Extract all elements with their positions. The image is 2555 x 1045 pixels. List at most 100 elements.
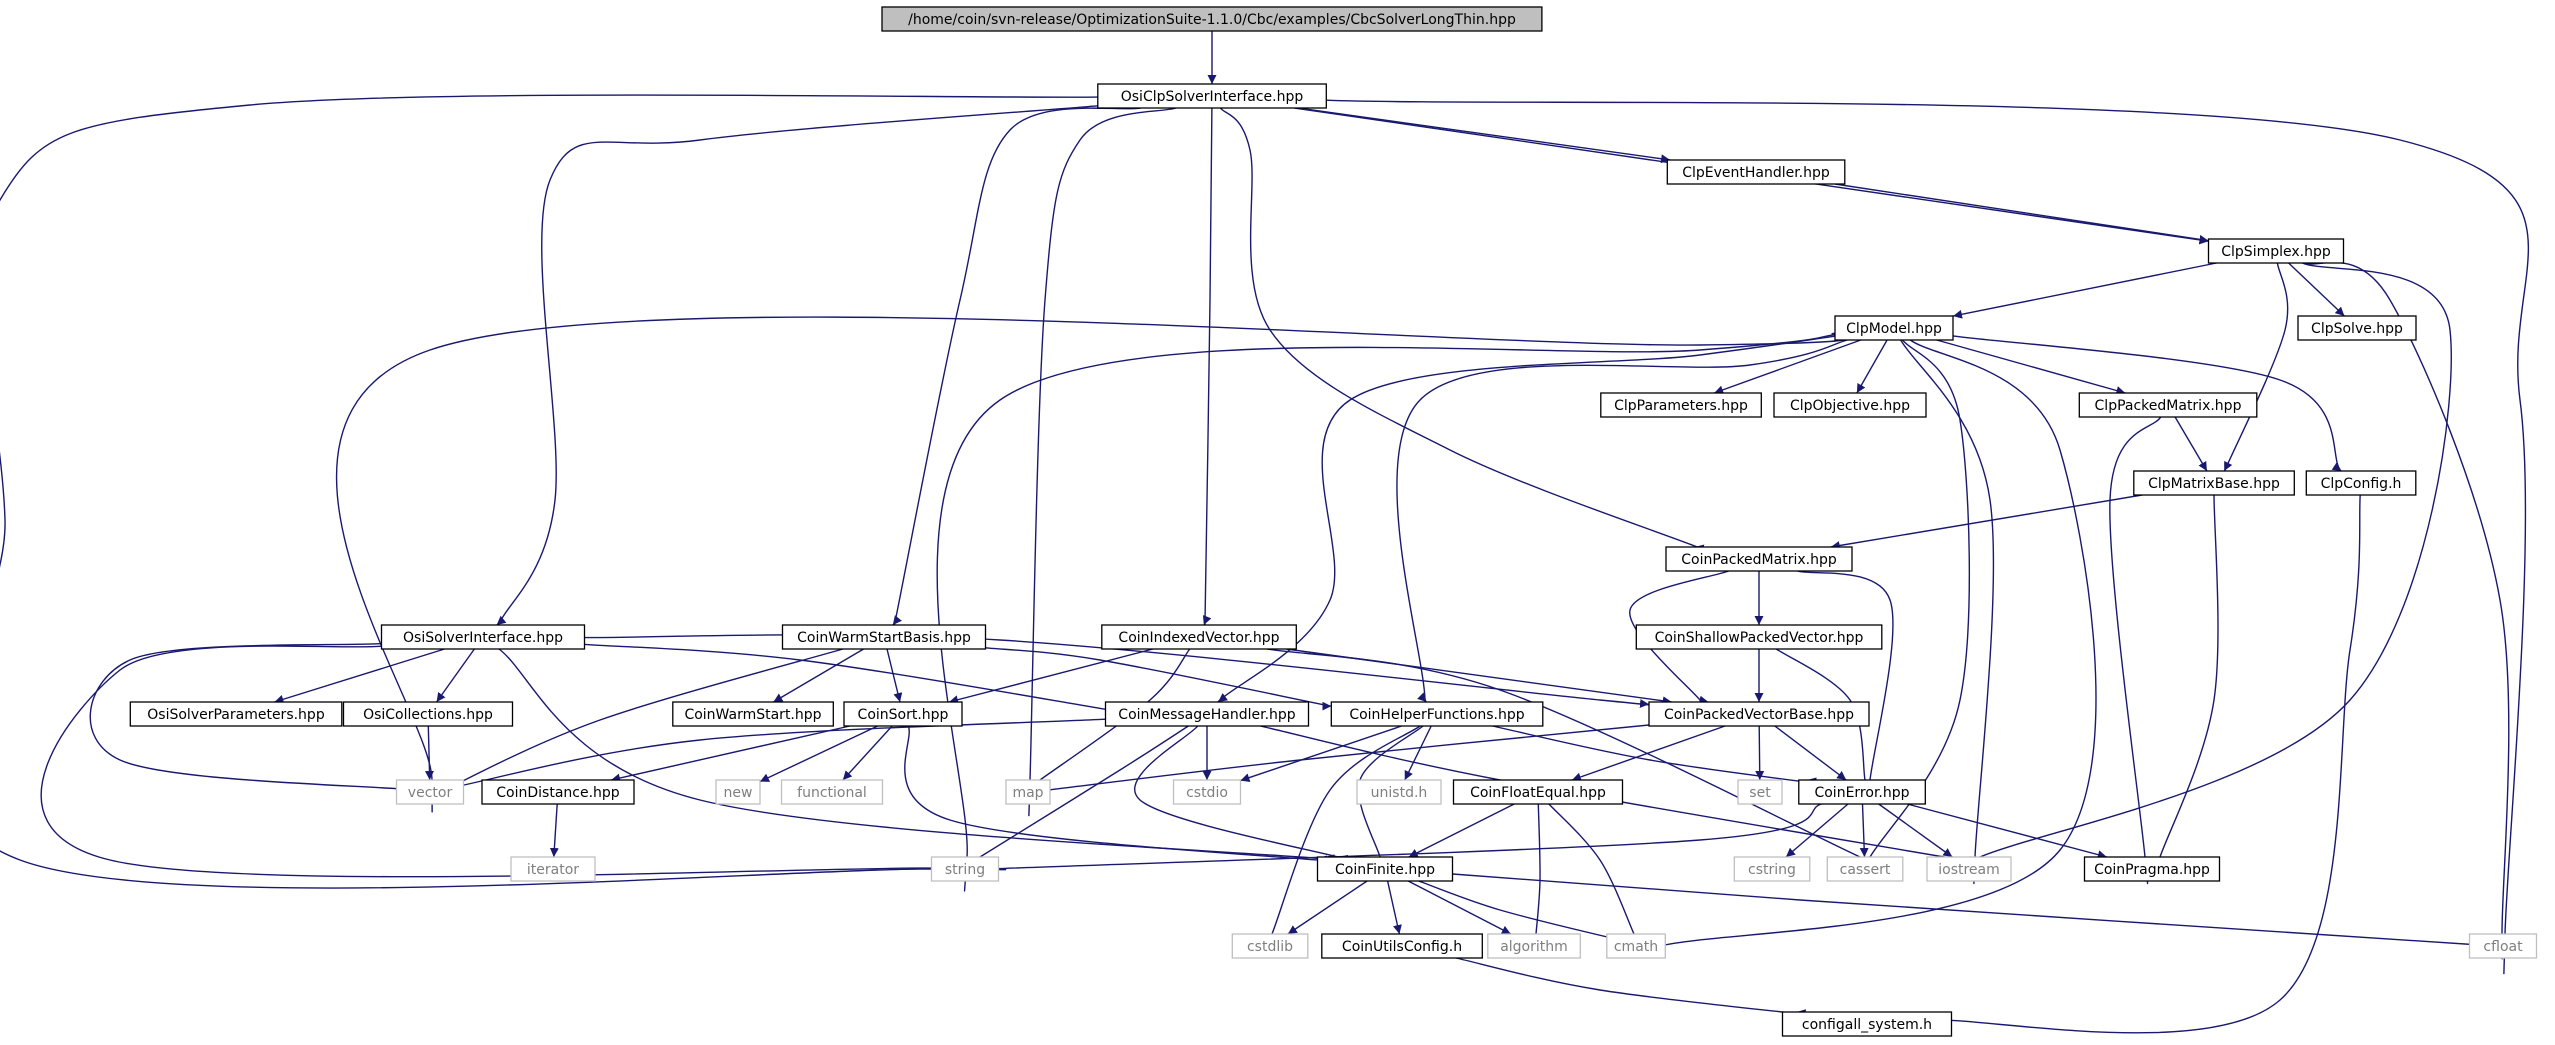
- dependency-edges: [0, 31, 2530, 1034]
- edge-ClpSimplex-to-ClpModel: [1952, 262, 2217, 319]
- node-CoinError[interactable]: CoinError.hpp: [1798, 779, 1926, 805]
- node-box-cstdlib: [1231, 933, 1309, 959]
- node-label-CoinPackedVectorBase: CoinPackedVectorBase.hpp: [1664, 707, 1854, 723]
- node-label-OsiSolverInterface: OsiSolverInterface.hpp: [403, 630, 563, 646]
- node-CoinMessageHandler[interactable]: CoinMessageHandler.hpp: [1104, 701, 1310, 727]
- node-label-CoinFloatEqual: CoinFloatEqual.hpp: [1470, 785, 1606, 801]
- node-OsiCollections[interactable]: OsiCollections.hpp: [342, 701, 514, 727]
- edge-CoinUtilsConfig-to-configall_system: [1455, 957, 1832, 1019]
- edge-ClpSimplex-to-iostream: [1951, 262, 2452, 870]
- node-box-functional: [780, 779, 884, 805]
- node-OsiClpSolverInterface[interactable]: OsiClpSolverInterface.hpp: [1097, 83, 1327, 109]
- node-cassert: cassert: [1826, 856, 1904, 882]
- node-label-cassert: cassert: [1840, 862, 1891, 878]
- node-CoinIndexedVector[interactable]: CoinIndexedVector.hpp: [1101, 624, 1297, 650]
- edge-ClpPackedMatrix-to-ClpMatrixBase: [2174, 416, 2208, 472]
- node-label-CoinError: CoinError.hpp: [1814, 785, 1909, 801]
- node-CoinHelperFunctions[interactable]: CoinHelperFunctions.hpp: [1330, 701, 1544, 727]
- edge-CoinSort-to-new: [759, 725, 878, 783]
- node-box-CoinPackedMatrix: [1665, 546, 1853, 572]
- node-box-iostream: [1926, 856, 2012, 882]
- node-box-ClpModel: [1834, 315, 1954, 341]
- node-CoinPragma[interactable]: CoinPragma.hpp: [2083, 856, 2221, 882]
- node-box-ClpPackedMatrix: [2078, 392, 2258, 418]
- node-root[interactable]: /home/coin/svn-release/OptimizationSuite…: [881, 6, 1543, 32]
- node-box-CoinDistance: [481, 779, 635, 805]
- edge-ClpSimplex-to-ClpMatrixBase: [2219, 262, 2289, 482]
- node-box-CoinPragma: [2083, 856, 2221, 882]
- edge-CoinMessageHandler-to-CoinFinite: [1134, 725, 1363, 865]
- node-label-string: string: [945, 862, 985, 878]
- node-label-cstring: cstring: [1748, 862, 1796, 878]
- edge-OsiClpSolverInterface-to-cfloat: [1326, 99, 2530, 975]
- edge-CoinIndexedVector-to-CoinSort: [948, 648, 1154, 705]
- node-OsiSolverInterface[interactable]: OsiSolverInterface.hpp: [380, 624, 586, 650]
- node-OsiSolverParameters[interactable]: OsiSolverParameters.hpp: [129, 701, 343, 727]
- node-box-cstring: [1733, 856, 1811, 882]
- edge-CoinFloatEqual-to-CoinFinite: [1408, 803, 1515, 858]
- node-box-configall_system: [1781, 1011, 1953, 1037]
- node-ClpEventHandler[interactable]: ClpEventHandler.hpp: [1666, 159, 1846, 185]
- node-label-CoinPragma: CoinPragma.hpp: [2094, 862, 2210, 878]
- node-label-CoinShallowPackedVector: CoinShallowPackedVector.hpp: [1655, 630, 1864, 646]
- node-label-CoinWarmStartBasis: CoinWarmStartBasis.hpp: [797, 630, 971, 646]
- node-box-CoinMessageHandler: [1104, 701, 1310, 727]
- node-ClpConfig[interactable]: ClpConfig.h: [2305, 470, 2417, 496]
- node-label-iterator: iterator: [527, 862, 579, 878]
- node-CoinShallowPackedVector[interactable]: CoinShallowPackedVector.hpp: [1635, 624, 1883, 650]
- node-CoinPackedVectorBase[interactable]: CoinPackedVectorBase.hpp: [1648, 701, 1870, 727]
- node-box-vector: [395, 779, 465, 805]
- node-label-CoinPackedMatrix: CoinPackedMatrix.hpp: [1681, 552, 1837, 568]
- node-ClpModel[interactable]: ClpModel.hpp: [1834, 315, 1954, 341]
- node-ClpParameters[interactable]: ClpParameters.hpp: [1600, 392, 1762, 418]
- edge-CoinPackedVectorBase-to-set: [1755, 725, 1765, 781]
- node-CoinDistance[interactable]: CoinDistance.hpp: [481, 779, 635, 805]
- edge-CoinFloatEqual-to-cmath: [1548, 803, 1642, 945]
- node-label-CoinMessageHandler: CoinMessageHandler.hpp: [1118, 707, 1296, 723]
- node-ClpSolve[interactable]: ClpSolve.hpp: [2297, 315, 2417, 341]
- edge-CoinIndexedVector-to-cassert: [1267, 648, 1888, 871]
- node-label-cmath: cmath: [1614, 939, 1658, 955]
- node-label-ClpPackedMatrix: ClpPackedMatrix.hpp: [2095, 398, 2242, 414]
- edge-CoinError-to-cassert: [1859, 803, 1869, 858]
- node-cstdio: cstdio: [1172, 779, 1242, 805]
- node-ClpPackedMatrix[interactable]: ClpPackedMatrix.hpp: [2078, 392, 2258, 418]
- node-box-CoinHelperFunctions: [1330, 701, 1544, 727]
- node-ClpObjective[interactable]: ClpObjective.hpp: [1773, 392, 1927, 418]
- edge-OsiSolverInterface-to-string: [40, 645, 1000, 878]
- edge-CoinHelperFunctions-to-cstdio: [1240, 725, 1402, 782]
- node-cstring: cstring: [1733, 856, 1811, 882]
- node-configall_system[interactable]: configall_system.h: [1781, 1011, 1953, 1037]
- node-label-CoinDistance: CoinDistance.hpp: [496, 785, 620, 801]
- edge-OsiClpSolverInterface-to-ClpEventHandler: [1297, 107, 1671, 164]
- node-CoinFloatEqual[interactable]: CoinFloatEqual.hpp: [1452, 779, 1624, 805]
- node-ClpSimplex[interactable]: ClpSimplex.hpp: [2207, 238, 2345, 264]
- edge-OsiSolverInterface-to-OsiSolverParameters: [274, 648, 445, 704]
- edge-ClpModel-to-CoinHelperFunctions: [1396, 339, 1848, 724]
- edge-CoinSort-to-CoinDistance: [610, 725, 851, 783]
- node-label-OsiCollections: OsiCollections.hpp: [363, 707, 493, 723]
- node-CoinSort[interactable]: CoinSort.hpp: [843, 701, 963, 727]
- node-CoinPackedMatrix[interactable]: CoinPackedMatrix.hpp: [1665, 546, 1853, 572]
- node-vector: vector: [395, 779, 465, 805]
- node-label-root: /home/coin/svn-release/OptimizationSuite…: [908, 12, 1516, 28]
- edge-ClpMatrixBase-to-CoinPragma: [2152, 494, 2219, 870]
- node-ClpMatrixBase[interactable]: ClpMatrixBase.hpp: [2133, 470, 2295, 496]
- node-CoinWarmStart[interactable]: CoinWarmStart.hpp: [672, 701, 834, 727]
- edge-CoinSort-to-CoinFinite: [904, 725, 1364, 865]
- edge-OsiClpSolverInterface-to-string: [0, 94, 1098, 889]
- node-box-OsiSolverParameters: [129, 701, 343, 727]
- node-label-cstdlib: cstdlib: [1247, 939, 1293, 955]
- node-CoinFinite[interactable]: CoinFinite.hpp: [1316, 856, 1454, 882]
- edge-CoinHelperFunctions-to-unistd: [1404, 725, 1432, 781]
- edge-OsiClpSolverInterface-to-map: [1025, 107, 1177, 817]
- node-label-CoinHelperFunctions: CoinHelperFunctions.hpp: [1349, 707, 1524, 723]
- node-label-vector: vector: [408, 785, 453, 801]
- node-CoinWarmStartBasis[interactable]: CoinWarmStartBasis.hpp: [781, 624, 987, 650]
- node-label-CoinIndexedVector: CoinIndexedVector.hpp: [1118, 630, 1279, 646]
- node-label-set: set: [1749, 785, 1771, 801]
- node-box-algorithm: [1487, 933, 1581, 959]
- node-box-CoinSort: [843, 701, 963, 727]
- node-CoinUtilsConfig[interactable]: CoinUtilsConfig.h: [1321, 933, 1483, 959]
